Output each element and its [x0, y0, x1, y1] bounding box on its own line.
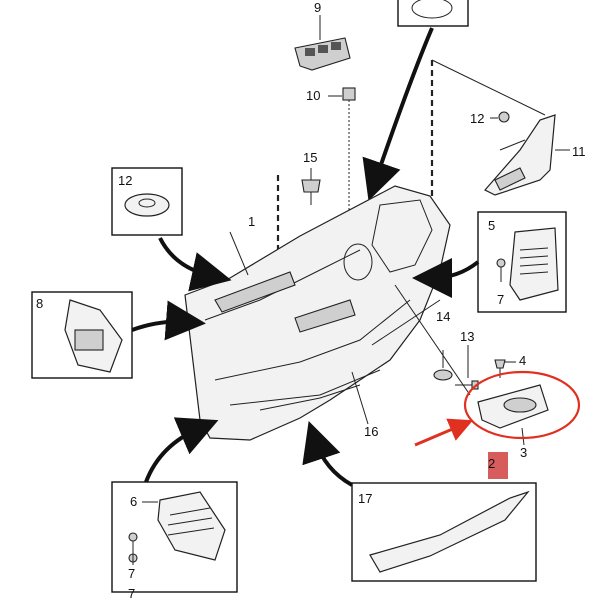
part-16-leader	[351, 371, 369, 425]
highlight-circle	[463, 370, 581, 440]
callout-11: 11	[572, 144, 586, 159]
callout-8: 8	[36, 296, 43, 311]
part-15-screw	[301, 168, 321, 205]
part-3-door-handle	[477, 384, 549, 446]
callout-6: 6	[130, 494, 137, 509]
inset-box-12	[111, 167, 232, 292]
inset-box-6	[111, 417, 238, 593]
part-12-nut	[490, 111, 510, 123]
part-1-door-panel	[184, 185, 471, 441]
callout-17: 17	[358, 491, 372, 506]
callout-12-right: 12	[470, 111, 484, 126]
callout-1: 1	[248, 214, 255, 229]
callout-16: 16	[364, 424, 378, 439]
part-14-washer	[433, 350, 453, 381]
callout-9: 9	[314, 0, 321, 15]
part-10-clip	[328, 87, 356, 330]
callout-4: 4	[519, 353, 526, 368]
red-pointer-arrow	[414, 418, 474, 447]
inset-box-17	[302, 421, 537, 582]
callout-7-left-a: 7	[128, 566, 135, 581]
callout-7-right: 7	[497, 292, 504, 307]
callout-13: 13	[460, 329, 474, 344]
inset-box-top	[397, 0, 469, 27]
part-4-screw	[494, 359, 516, 378]
callout-12-left: 12	[118, 173, 132, 188]
callout-15: 15	[303, 150, 317, 165]
part-13-screw	[455, 345, 479, 390]
inset-box-5	[412, 211, 567, 313]
callout-5: 5	[488, 218, 495, 233]
part-11-bracket	[431, 59, 570, 196]
part-2-marker-bar	[488, 452, 508, 479]
callout-3: 3	[520, 445, 527, 460]
callout-14: 14	[436, 309, 450, 324]
part-9-switch-panel	[294, 15, 351, 71]
callout-10: 10	[306, 88, 320, 103]
inset-box-8	[31, 291, 206, 379]
callout-2: 2	[488, 456, 495, 471]
callout-7-left-b: 7	[128, 586, 135, 601]
